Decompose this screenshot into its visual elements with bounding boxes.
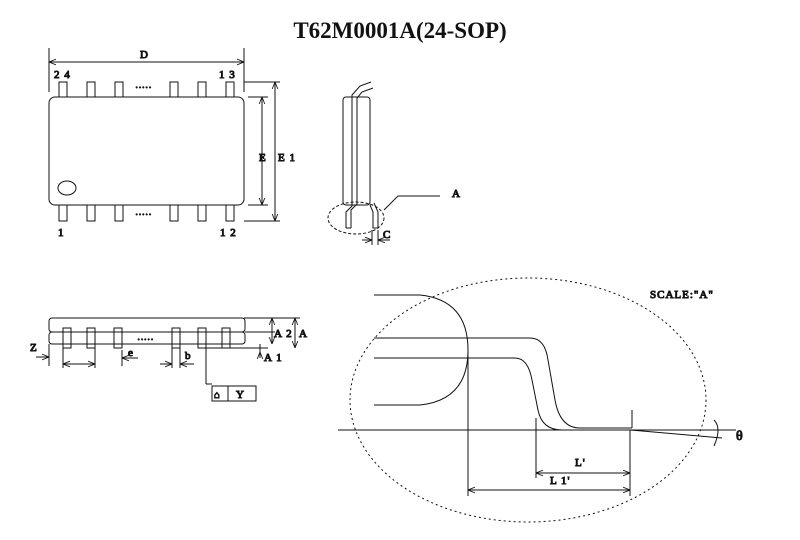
a1-label: A 1: [264, 352, 283, 364]
angle-arc: [713, 419, 719, 447]
detail-lead-top: [374, 337, 632, 429]
front-leads: [62, 327, 231, 349]
e-label: E: [259, 152, 267, 164]
pin-1-label: 1: [58, 227, 65, 239]
side-lead-outer: [345, 81, 372, 228]
detail-lead-bottom: [374, 357, 563, 431]
detail-view: SCALE:"A" θ L' L 1': [338, 277, 744, 523]
a-label: A: [299, 328, 308, 340]
pin-13-label: 1 3: [219, 69, 236, 81]
detail-ellipse: [349, 277, 707, 523]
front-view: ····· A 2 A A 1 Z e b ⌂ Y: [30, 317, 308, 402]
scale-label: SCALE:"A": [650, 289, 714, 301]
front-leads-ellipsis: ·····: [137, 335, 154, 346]
front-body-bottom: [48, 331, 246, 345]
detail-a-label: A: [452, 188, 461, 200]
pin-12-label: 1 2: [220, 227, 237, 239]
flatness-ref-label: Y: [236, 389, 245, 401]
side-lead-inner: [350, 87, 374, 228]
theta-label: θ: [736, 429, 744, 444]
e1-label: E 1: [278, 152, 296, 164]
pin-24-label: 2 4: [54, 69, 71, 81]
e-pitch-label: e: [128, 347, 134, 359]
a2-label: A 2: [274, 328, 293, 340]
side-view: A C: [327, 81, 461, 245]
c-label: C: [383, 229, 391, 241]
front-body-top: [48, 317, 246, 333]
detail-body-edge: [374, 294, 469, 406]
bottom-leads: [58, 204, 235, 222]
angle-line: [629, 429, 723, 439]
b-label: b: [185, 350, 192, 362]
drawing-title: T62M0001A(24-SOP): [293, 18, 507, 43]
detail-a-leader: [383, 195, 399, 211]
ic-body: [48, 96, 245, 206]
top-view: D 2 4 1 3 ····· ····· 1 1 2: [48, 48, 296, 240]
pin1-indicator: [57, 180, 77, 196]
flatness-frame: [211, 385, 257, 402]
z-label: Z: [30, 342, 38, 354]
bottom-leads-ellipsis: ·····: [135, 210, 152, 221]
l1-label: L 1': [550, 475, 571, 487]
detail-a-circle: [327, 201, 385, 235]
flatness-symbol: ⌂: [214, 390, 220, 401]
top-leads-ellipsis: ·····: [135, 83, 152, 94]
side-lead-right: [369, 202, 379, 229]
d-label: D: [140, 49, 149, 61]
l-label: L': [575, 457, 586, 469]
